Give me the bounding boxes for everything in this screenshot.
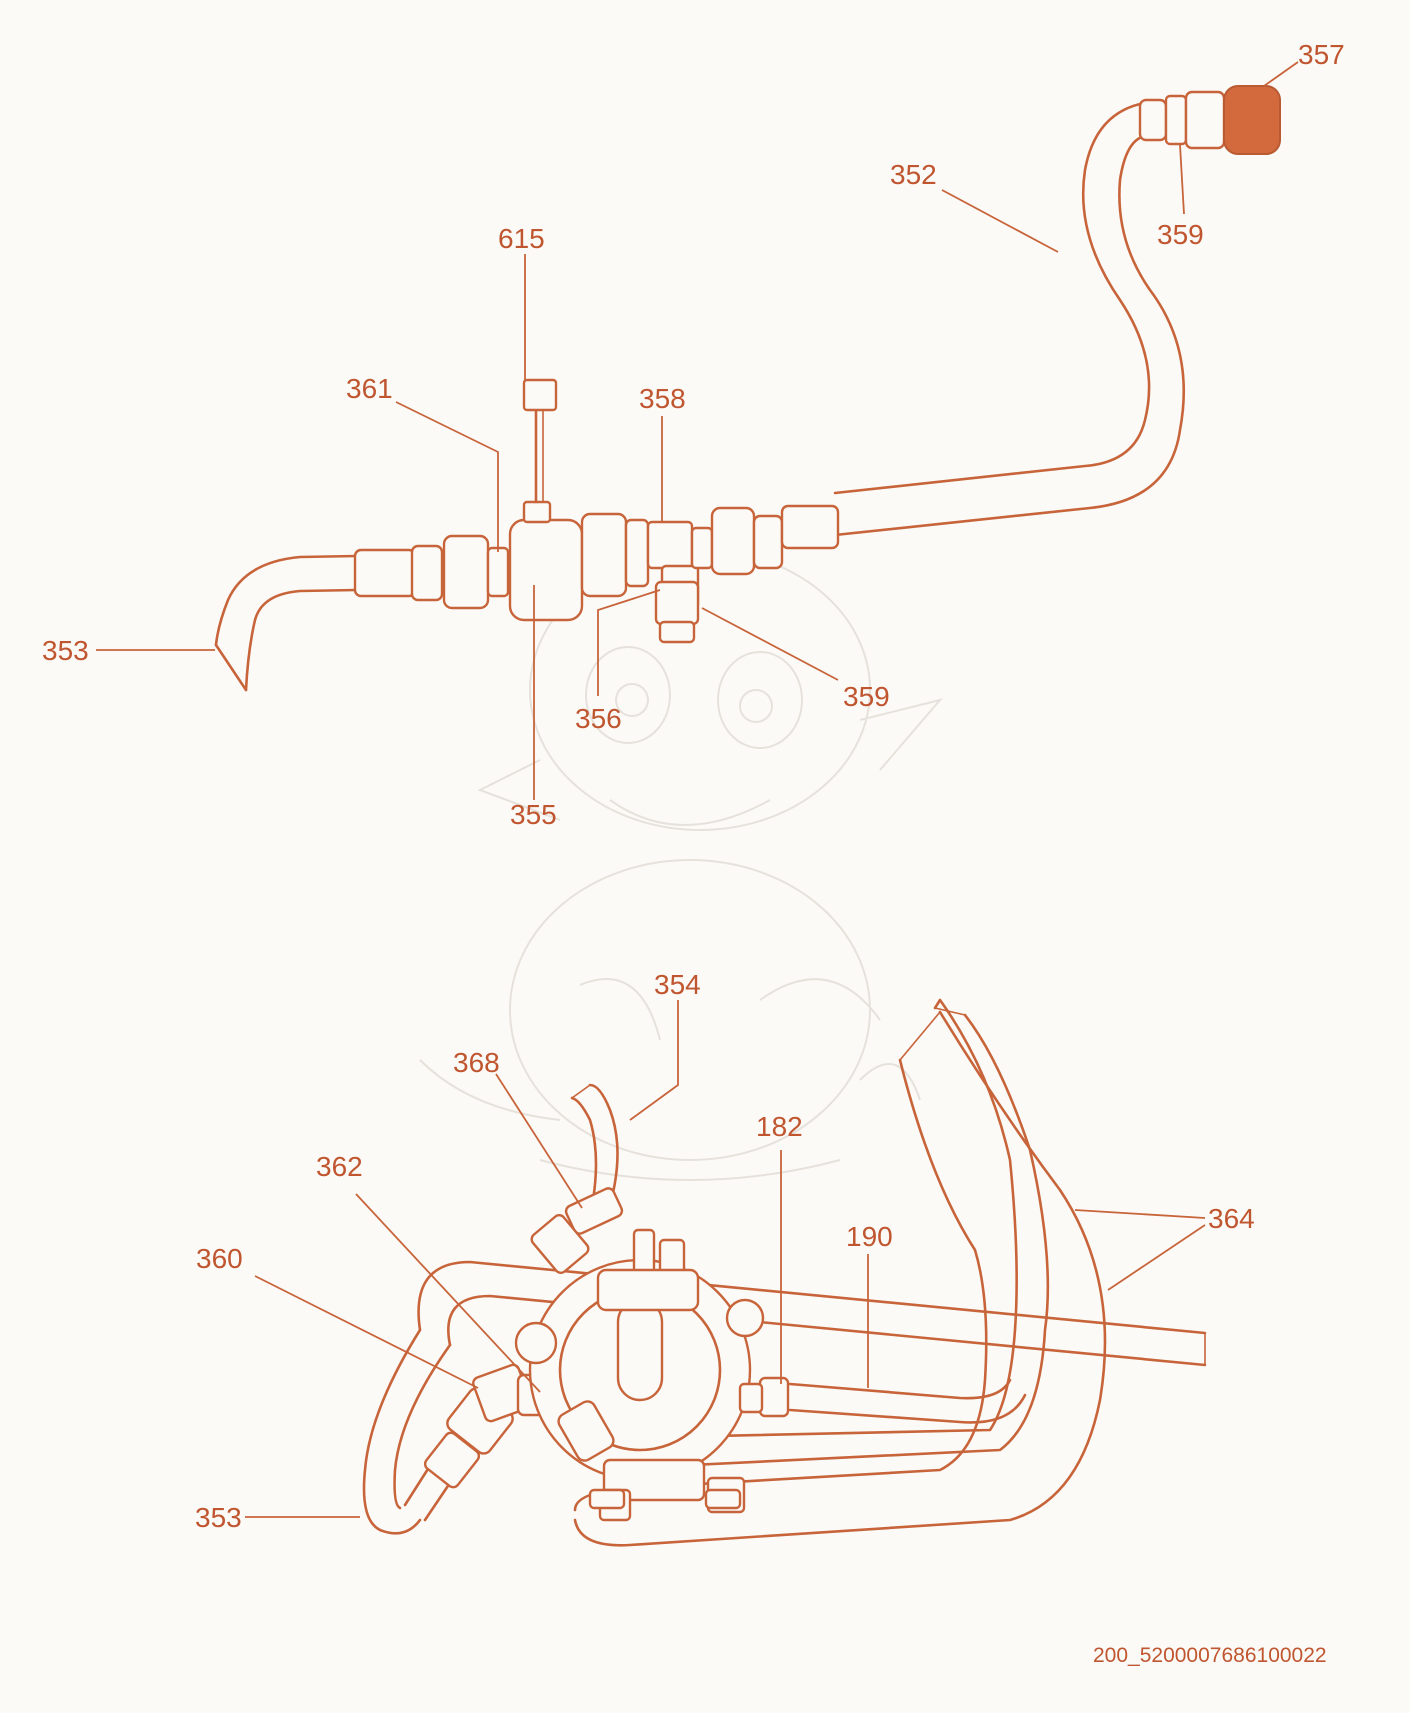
hose-353-upper-edge bbox=[214, 554, 359, 647]
ferrule-right bbox=[752, 514, 784, 570]
nut-upper-right bbox=[1184, 90, 1226, 150]
callout-360: 360 bbox=[196, 1243, 243, 1274]
sensor-body-355 bbox=[508, 518, 584, 622]
hose-190-branch-b bbox=[788, 1393, 1027, 1424]
hose-364-outer-b bbox=[573, 1010, 1107, 1547]
hose-353-lower-loop-a bbox=[362, 1328, 422, 1535]
callout-labels: 357 352 359 615 361 358 353 356 359 355 … bbox=[42, 39, 1345, 1533]
hose-352-lower-edge bbox=[833, 134, 1186, 537]
hose-353-lower-edge bbox=[244, 588, 359, 692]
hose-190-branch-a bbox=[788, 1378, 1012, 1400]
hose-190-upper bbox=[417, 1260, 1207, 1335]
hose-354-b bbox=[570, 1096, 598, 1218]
sleeve-right bbox=[780, 504, 840, 550]
callout-353-lower: 353 bbox=[195, 1502, 242, 1533]
nut-center-a bbox=[580, 512, 628, 598]
callout-352: 352 bbox=[890, 159, 937, 190]
sensor-boss bbox=[522, 500, 552, 524]
pump-top-block bbox=[596, 1268, 700, 1312]
ferrule-left bbox=[410, 544, 444, 602]
outlet-fitting bbox=[738, 1382, 764, 1414]
callout-355: 355 bbox=[510, 799, 557, 830]
pump-mount-left bbox=[514, 1321, 558, 1365]
leader-lines bbox=[96, 61, 1299, 1518]
callout-353-upper: 353 bbox=[42, 635, 89, 666]
callout-359-lower: 359 bbox=[843, 681, 890, 712]
hose-353-cut-end bbox=[214, 643, 248, 692]
callout-364: 364 bbox=[1208, 1203, 1255, 1234]
lower-pump-assembly bbox=[362, 998, 1207, 1547]
hose-364-end-b bbox=[899, 1011, 941, 1061]
watermark-dragon bbox=[419, 549, 943, 1181]
nipple-left bbox=[486, 546, 510, 598]
fitting-359-upper bbox=[1164, 94, 1188, 146]
plug-356 bbox=[654, 580, 700, 626]
lower-clamp-right bbox=[704, 1488, 742, 1510]
clamp-182 bbox=[758, 1376, 790, 1418]
clamp-368 bbox=[564, 1187, 624, 1235]
lower-clamp-left bbox=[588, 1488, 626, 1510]
lower-elbow-left bbox=[557, 1400, 615, 1462]
hose-352-upper-edge bbox=[833, 102, 1151, 495]
hose-364-inner-b bbox=[628, 1013, 1050, 1470]
sleeve-left bbox=[353, 548, 417, 598]
hose-354-a bbox=[588, 1083, 619, 1207]
nut-center-b bbox=[624, 518, 650, 588]
callout-358: 358 bbox=[639, 383, 686, 414]
callout-354: 354 bbox=[654, 969, 701, 1000]
fitting-352-sleeve bbox=[1138, 98, 1168, 142]
callout-182: 182 bbox=[756, 1111, 803, 1142]
inlet-elbow bbox=[530, 1214, 590, 1274]
tee-358 bbox=[646, 520, 694, 570]
nut-right bbox=[710, 506, 756, 576]
callout-357: 357 bbox=[1298, 39, 1345, 70]
nipple-359-lower bbox=[690, 526, 714, 570]
callout-356: 356 bbox=[575, 703, 622, 734]
hose-354-end bbox=[571, 1084, 591, 1099]
wire-connector-615 bbox=[522, 378, 558, 412]
callout-368: 368 bbox=[453, 1047, 500, 1078]
pump-window bbox=[616, 1298, 664, 1402]
hose-353-lower-loop-b bbox=[393, 1343, 452, 1510]
plug-356-tip bbox=[658, 620, 696, 644]
hose-190-lower bbox=[447, 1294, 1207, 1367]
document-id: 200_5200007686100022 bbox=[1093, 1644, 1327, 1667]
callout-362: 362 bbox=[316, 1151, 363, 1182]
nut-left bbox=[442, 534, 490, 610]
callout-359-upper: 359 bbox=[1157, 219, 1204, 250]
upper-hose-assembly bbox=[214, 85, 1281, 692]
pump-mount-right bbox=[725, 1298, 765, 1338]
callout-361: 361 bbox=[346, 373, 393, 404]
callout-190: 190 bbox=[846, 1221, 893, 1252]
hose-364-end-a bbox=[934, 1007, 966, 1016]
cap-357 bbox=[1223, 85, 1281, 155]
callout-615: 615 bbox=[498, 223, 545, 254]
